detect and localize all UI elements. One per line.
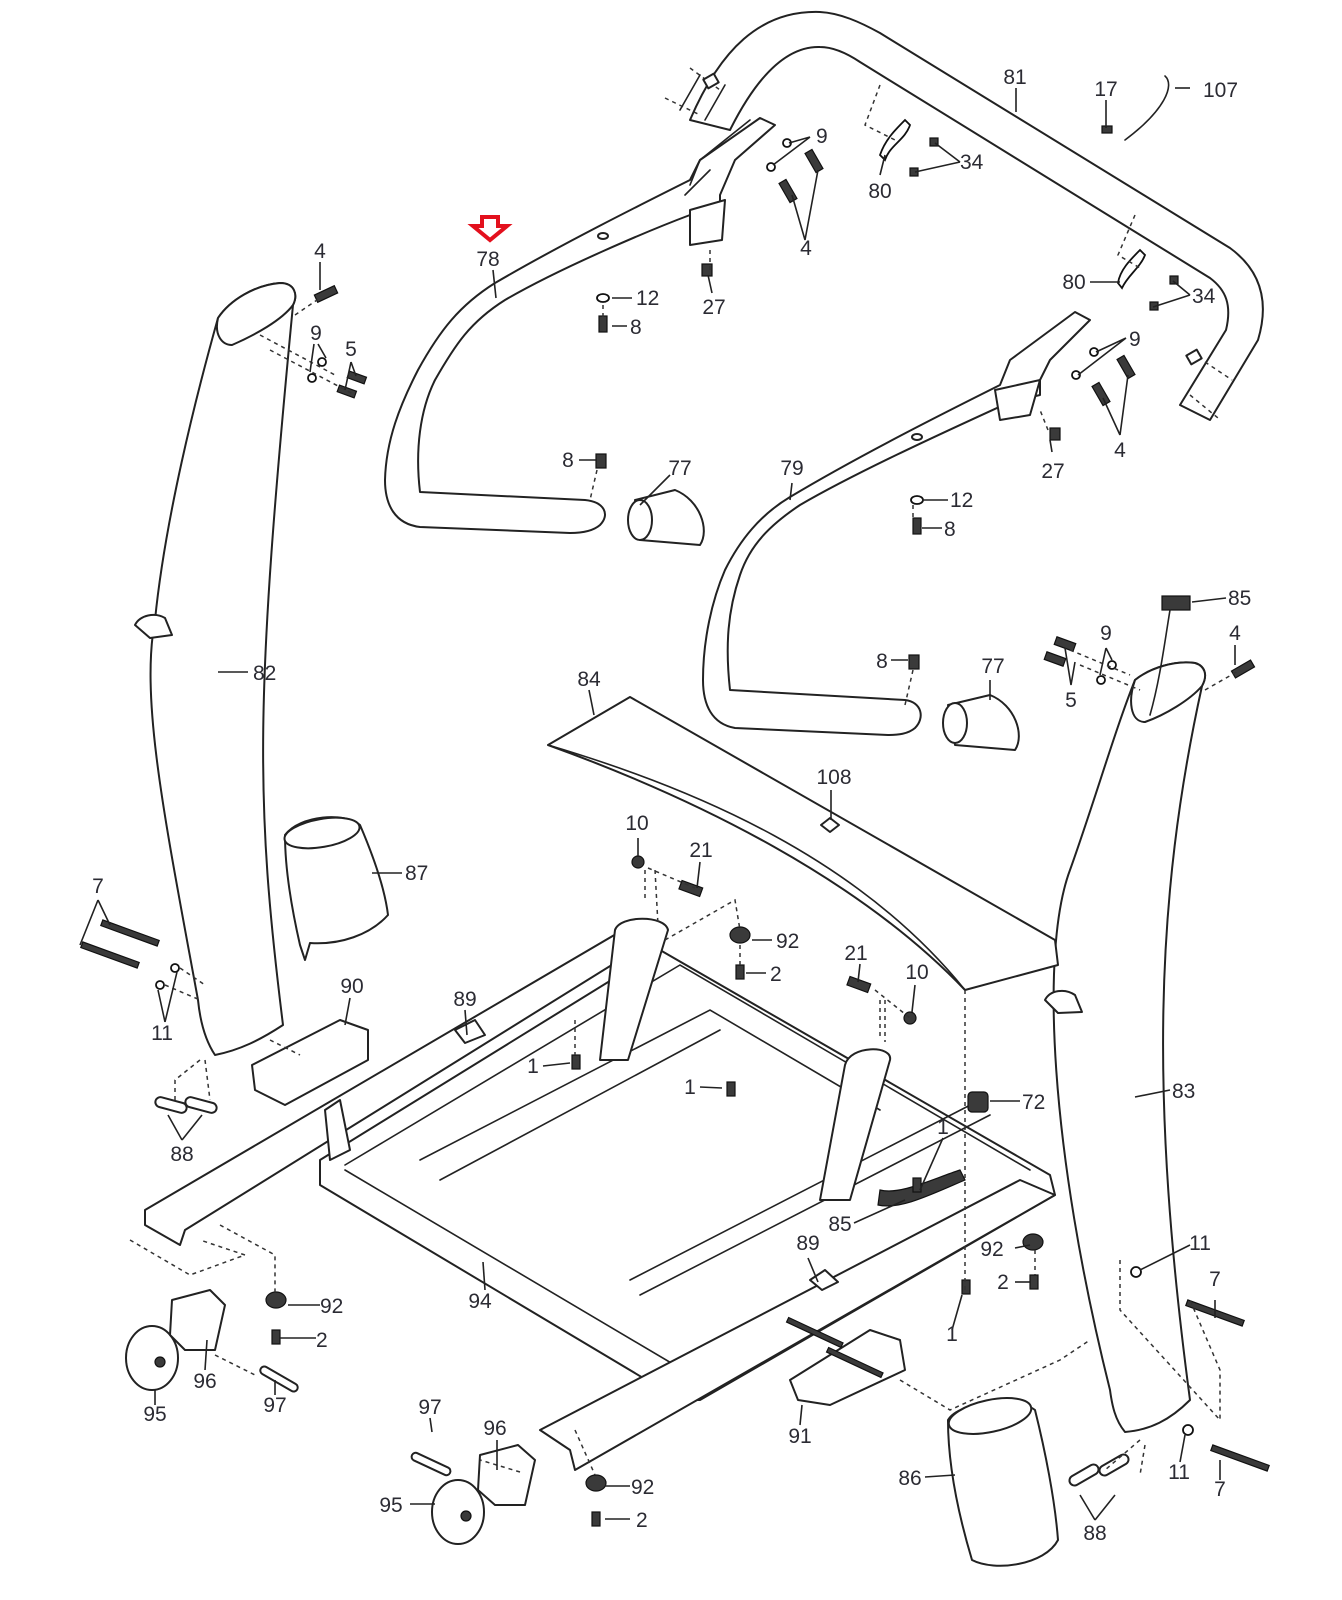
- part-label-80[interactable]: 80: [868, 180, 891, 203]
- part-labels: 78 81 17 107 9 4 80 34 27 12 8 80 34 9 4…: [92, 66, 1251, 1545]
- part-label-8[interactable]: 8: [944, 518, 956, 541]
- part-label-83[interactable]: 83: [1172, 1080, 1195, 1103]
- part-label-107[interactable]: 107: [1203, 79, 1238, 102]
- part-label-84[interactable]: 84: [577, 668, 601, 691]
- part-label-1[interactable]: 1: [937, 1116, 949, 1139]
- part-label-85[interactable]: 85: [1228, 587, 1251, 610]
- part-label-11[interactable]: 11: [151, 1022, 173, 1045]
- part-label-80[interactable]: 80: [1062, 271, 1085, 294]
- part-label-94[interactable]: 94: [468, 1290, 492, 1313]
- part-label-95[interactable]: 95: [379, 1494, 402, 1517]
- part-label-82[interactable]: 82: [253, 662, 276, 685]
- end-cap-77-lower: [942, 694, 1020, 751]
- part-label-9[interactable]: 9: [310, 322, 322, 345]
- part-label-9[interactable]: 9: [1100, 622, 1112, 645]
- part-label-4[interactable]: 4: [1229, 622, 1241, 645]
- part-label-85[interactable]: 85: [828, 1213, 851, 1236]
- part-label-91[interactable]: 91: [788, 1425, 811, 1448]
- part-label-96[interactable]: 96: [193, 1370, 216, 1393]
- part-label-88[interactable]: 88: [1083, 1522, 1106, 1545]
- part-label-34[interactable]: 34: [1192, 285, 1216, 308]
- down-arrow-icon: [467, 215, 513, 243]
- base-cover-91: [789, 1329, 906, 1406]
- part-label-34[interactable]: 34: [960, 151, 984, 174]
- part-label-108[interactable]: 108: [816, 766, 851, 789]
- part-label-97[interactable]: 97: [418, 1396, 441, 1419]
- wheel-95-left: [125, 1325, 179, 1391]
- part-label-2[interactable]: 2: [997, 1271, 1009, 1294]
- part-label-9[interactable]: 9: [816, 125, 828, 148]
- part-label-89[interactable]: 89: [453, 988, 476, 1011]
- part-label-77[interactable]: 77: [981, 655, 1004, 678]
- assembly-guide-lines: [129, 84, 1241, 1476]
- leader-lines: [79, 87, 1236, 1521]
- part-label-4[interactable]: 4: [314, 240, 326, 263]
- upright-83: [1044, 661, 1207, 1433]
- part-label-7[interactable]: 7: [92, 875, 104, 898]
- bracket-96-right: [477, 1444, 536, 1506]
- part-label-12[interactable]: 12: [636, 287, 659, 310]
- handrail-78: [384, 117, 776, 534]
- part-label-11[interactable]: 11: [1189, 1232, 1211, 1255]
- bracket-96-left: [169, 1289, 226, 1351]
- part-label-27[interactable]: 27: [1041, 460, 1064, 483]
- part-label-72[interactable]: 72: [1022, 1091, 1045, 1114]
- part-label-9[interactable]: 9: [1129, 328, 1141, 351]
- part-label-88[interactable]: 88: [170, 1143, 193, 1166]
- part-label-81[interactable]: 81: [1003, 66, 1026, 89]
- end-cap-77-upper: [627, 489, 705, 546]
- part-label-27[interactable]: 27: [702, 296, 725, 319]
- part-label-92[interactable]: 92: [980, 1238, 1003, 1261]
- part-label-7[interactable]: 7: [1209, 1268, 1221, 1291]
- part-label-4[interactable]: 4: [1114, 439, 1126, 462]
- part-label-5[interactable]: 5: [1065, 689, 1077, 712]
- part-label-97[interactable]: 97: [263, 1394, 286, 1417]
- part-label-79[interactable]: 79: [780, 457, 803, 480]
- part-label-92[interactable]: 92: [776, 930, 799, 953]
- part-label-2[interactable]: 2: [636, 1509, 648, 1532]
- upright-82: [134, 282, 297, 1056]
- part-label-77[interactable]: 77: [668, 457, 691, 480]
- part-label-90[interactable]: 90: [340, 975, 363, 998]
- part-label-10[interactable]: 10: [625, 812, 648, 835]
- hood-84: [547, 696, 1059, 991]
- part-label-5[interactable]: 5: [345, 338, 357, 361]
- part-label-4[interactable]: 4: [800, 237, 812, 260]
- part-label-1[interactable]: 1: [946, 1323, 958, 1346]
- crossbar-81: [664, 10, 1264, 421]
- axle-97-right: [410, 1451, 452, 1477]
- part-label-1[interactable]: 1: [527, 1055, 539, 1078]
- part-label-92[interactable]: 92: [320, 1295, 343, 1318]
- part-label-92[interactable]: 92: [631, 1476, 654, 1499]
- sleeve-86: [947, 1397, 1059, 1567]
- part-label-12[interactable]: 12: [950, 489, 973, 512]
- part-label-86[interactable]: 86: [898, 1467, 921, 1490]
- part-label-8[interactable]: 8: [562, 449, 574, 472]
- base-cover-90: [251, 1019, 369, 1106]
- part-label-2[interactable]: 2: [316, 1329, 328, 1352]
- part-label-11[interactable]: 11: [1168, 1461, 1190, 1484]
- part-label-8[interactable]: 8: [876, 650, 888, 673]
- wheel-95-right: [431, 1479, 485, 1545]
- part-label-87[interactable]: 87: [405, 862, 428, 885]
- part-label-10[interactable]: 10: [905, 961, 928, 984]
- part-label-8[interactable]: 8: [630, 316, 642, 339]
- part-label-1[interactable]: 1: [684, 1076, 696, 1099]
- part-label-2[interactable]: 2: [770, 963, 782, 986]
- part-label-89[interactable]: 89: [796, 1232, 819, 1255]
- part-label-95[interactable]: 95: [143, 1403, 166, 1426]
- part-label-21[interactable]: 21: [689, 839, 712, 862]
- sleeve-87: [283, 816, 389, 961]
- handrail-79: [702, 311, 1091, 736]
- part-label-17[interactable]: 17: [1094, 78, 1117, 101]
- part-label-7[interactable]: 7: [1214, 1478, 1226, 1501]
- part-label-96[interactable]: 96: [483, 1417, 506, 1440]
- axle-97-left: [259, 1365, 299, 1393]
- part-label-21[interactable]: 21: [844, 942, 867, 965]
- part-label-78[interactable]: 78: [476, 248, 499, 271]
